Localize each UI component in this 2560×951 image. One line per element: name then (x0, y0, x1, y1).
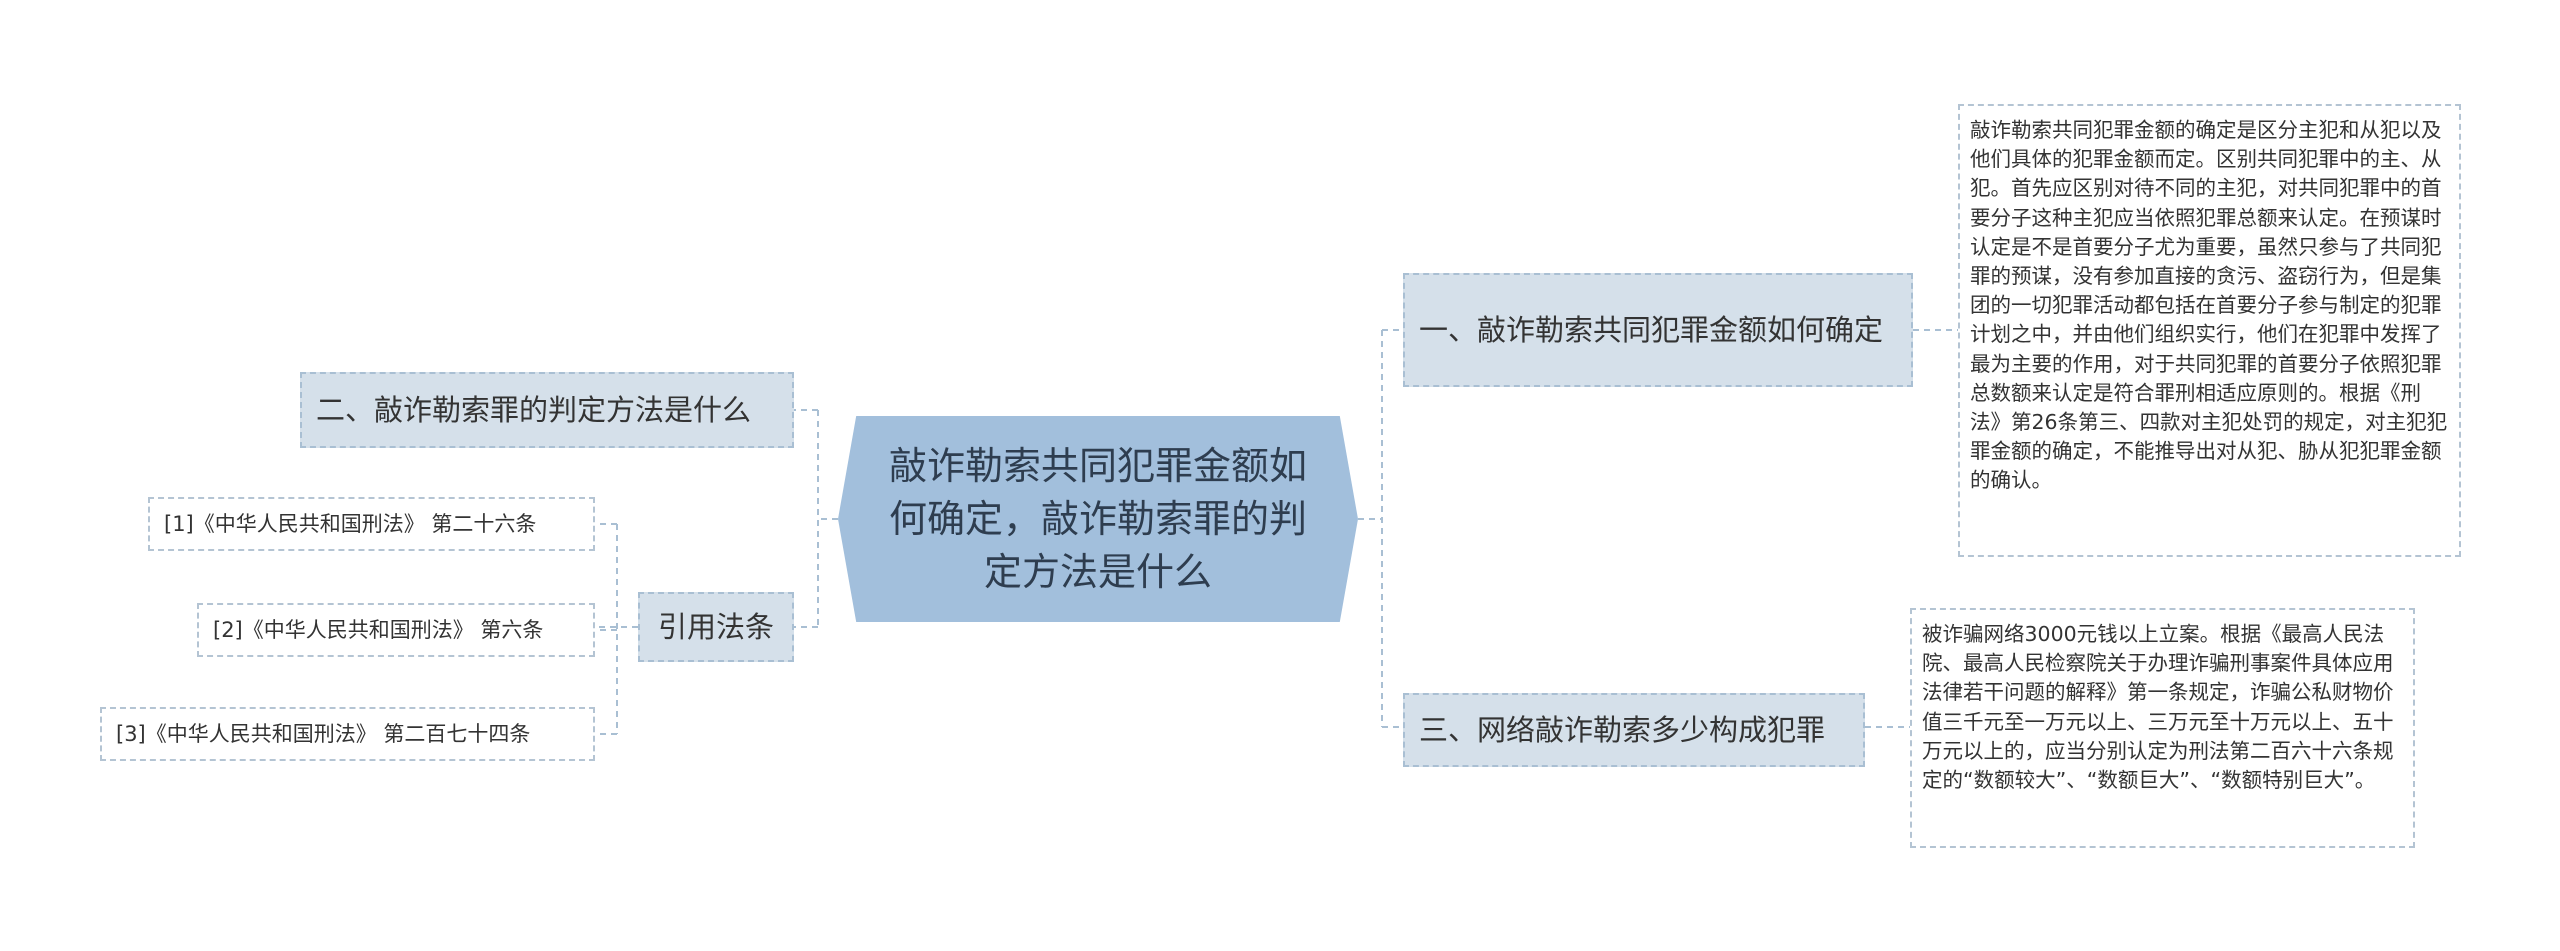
topic-cited-statutes[interactable]: 引用法条 (638, 592, 794, 662)
topic-amount-determination[interactable]: 一、敲诈勒索共同犯罪金额如何确定 (1403, 273, 1913, 387)
citation-item-2[interactable]: [2]《中华人民共和国刑法》 第六条 (197, 603, 595, 657)
citation-item-3[interactable]: [3]《中华人民共和国刑法》 第二百七十四条 (100, 707, 595, 761)
topic-amount-determination-label: 一、敲诈勒索共同犯罪金额如何确定 (1419, 313, 1884, 347)
citation-item-1[interactable]: [1]《中华人民共和国刑法》 第二十六条 (148, 497, 595, 551)
citation-item-2-label: [2]《中华人民共和国刑法》 第六条 (213, 618, 544, 642)
topic-cited-statutes-label: 引用法条 (657, 610, 774, 644)
detail-online-extortion-text: 被诈骗网络3000元钱以上立案。根据《最高人民法院、最高人民检察院关于办理诈骗刑… (1922, 622, 2394, 793)
detail-amount-determination-text: 敲诈勒索共同犯罪金额的确定是区分主犯和从犯以及他们具体的犯罪金额而定。区别共同犯… (1970, 118, 2448, 493)
detail-online-extortion[interactable]: 被诈骗网络3000元钱以上立案。根据《最高人民法院、最高人民检察院关于办理诈骗刑… (1910, 608, 2415, 848)
citation-item-1-label: [1]《中华人民共和国刑法》 第二十六条 (164, 512, 537, 536)
citation-item-3-label: [3]《中华人民共和国刑法》 第二百七十四条 (116, 722, 531, 746)
central-topic-label: 敲诈勒索共同犯罪金额如何确定，敲诈勒索罪的判定方法是什么 (888, 443, 1307, 594)
topic-online-extortion-label: 三、网络敲诈勒索多少构成犯罪 (1419, 713, 1826, 747)
topic-judgment-method-label: 二、敲诈勒索罪的判定方法是什么 (316, 393, 752, 427)
detail-amount-determination[interactable]: 敲诈勒索共同犯罪金额的确定是区分主犯和从犯以及他们具体的犯罪金额而定。区别共同犯… (1958, 104, 2461, 557)
topic-judgment-method[interactable]: 二、敲诈勒索罪的判定方法是什么 (300, 372, 794, 448)
central-topic[interactable]: 敲诈勒索共同犯罪金额如何确定，敲诈勒索罪的判定方法是什么 (838, 416, 1358, 622)
topic-online-extortion[interactable]: 三、网络敲诈勒索多少构成犯罪 (1403, 693, 1865, 767)
